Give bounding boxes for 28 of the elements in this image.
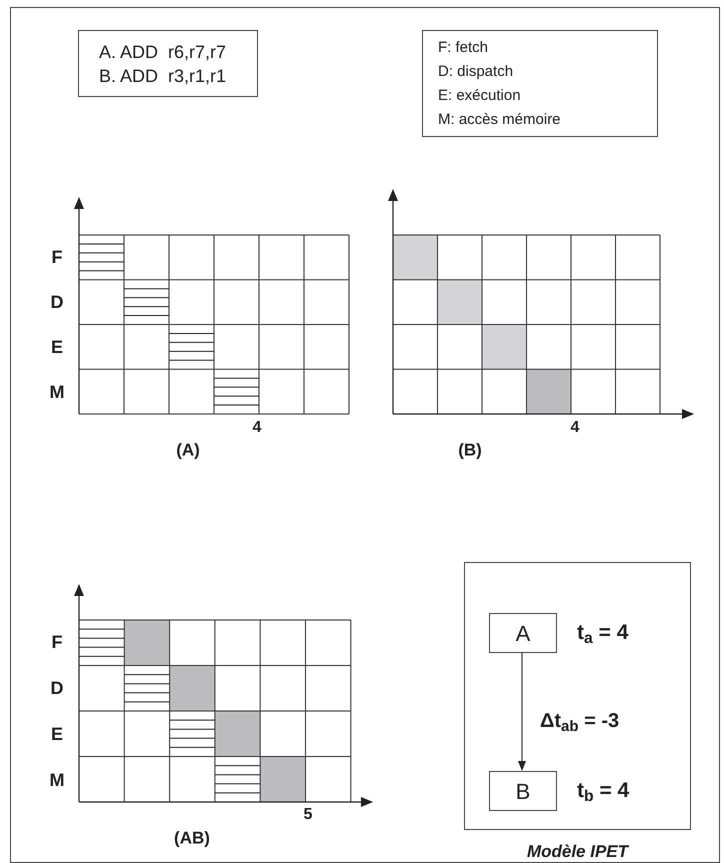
row-label: D	[50, 293, 64, 311]
chart-caption: (B)	[458, 442, 482, 458]
instruction-text: A. ADD r6,r7,r7	[99, 40, 228, 64]
tick-label: 4	[570, 420, 580, 436]
row-label: D	[50, 679, 64, 697]
tick-label: 5	[304, 807, 312, 823]
row-label: F	[52, 633, 62, 651]
row-label: E	[51, 338, 63, 356]
chart-caption: (AB)	[174, 830, 210, 846]
tick-label: 4	[252, 420, 262, 436]
panel-caption: Modèle IPET	[526, 841, 630, 863]
row-label: M	[50, 771, 64, 789]
timing-label: t$_{b}$ = 4	[577, 778, 630, 807]
abbreviation-text: D: dispatch	[438, 62, 514, 82]
abbreviation-text: M: accès mémoire	[438, 110, 562, 130]
row-label: F	[52, 248, 62, 266]
abbreviation-text: E: exécution	[438, 86, 522, 106]
chart-caption: (A)	[176, 442, 200, 458]
arrow	[518, 652, 526, 771]
abbreviation-text: F: fetch	[438, 38, 490, 58]
block-box: B	[489, 771, 557, 811]
block-box: A	[489, 613, 557, 653]
timing-label: t$_{a}$ = 4	[577, 620, 628, 649]
abbreviation-box	[422, 30, 658, 137]
instruction-text: B. ADD r3,r1,r1	[99, 64, 228, 88]
row-label: M	[50, 383, 64, 401]
instruction-box	[78, 30, 258, 97]
row-label: E	[51, 725, 63, 743]
